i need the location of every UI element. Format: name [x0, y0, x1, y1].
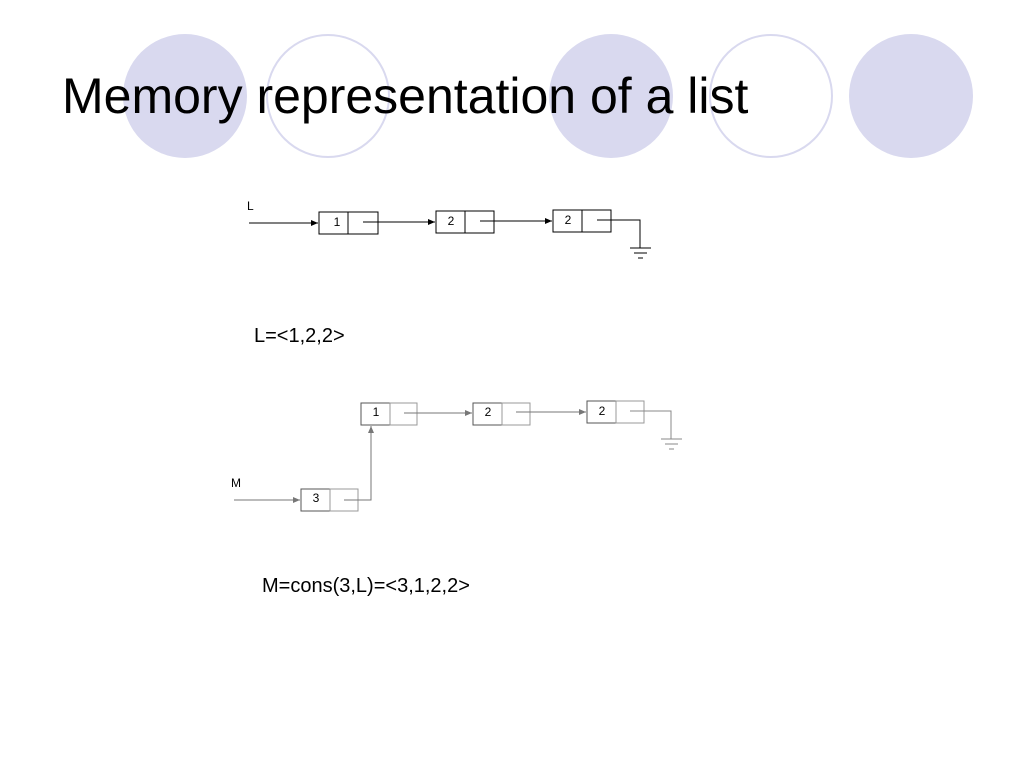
list-node: 1 [360, 402, 418, 426]
node-value: 3 [313, 491, 320, 505]
slide-title: Memory representation of a list [62, 68, 749, 124]
decorative-circle [123, 34, 247, 158]
list-l-formula: L=<1,2,2> [254, 325, 345, 347]
list-node: 2 [472, 402, 531, 426]
list-node: 2 [586, 400, 645, 424]
node-value: 2 [565, 213, 572, 227]
cons-link-arrow [344, 426, 374, 501]
list-l: L 1 2 2 [247, 199, 651, 259]
list-m-formula: M=cons(3,L)=<3,1,2,2> [262, 575, 470, 597]
node-value: 2 [599, 404, 606, 418]
node-next-cell [581, 209, 612, 233]
list-node: 2 [552, 209, 612, 233]
decorative-circle [849, 34, 973, 158]
list-node: 1 [318, 211, 379, 235]
node-next-cell [501, 402, 531, 426]
null-ground-symbol [630, 410, 682, 450]
pointer-label-m: M [231, 476, 241, 490]
node-next-cell [347, 211, 379, 235]
node-value: 2 [448, 214, 455, 228]
node-value: 2 [485, 405, 492, 419]
decorative-circle [266, 34, 390, 158]
node-next-cell [464, 210, 495, 234]
pointer-label-l: L [247, 199, 254, 213]
node-value: 1 [334, 215, 341, 229]
node-next-cell [615, 400, 645, 424]
list-node: 2 [435, 210, 495, 234]
node-next-cell [389, 402, 418, 426]
node-value: 1 [373, 405, 380, 419]
decorative-circle [549, 34, 673, 158]
decorative-circle [709, 34, 833, 158]
null-ground-symbol [597, 219, 651, 259]
list-m: M 3 1 2 2 [231, 400, 682, 512]
